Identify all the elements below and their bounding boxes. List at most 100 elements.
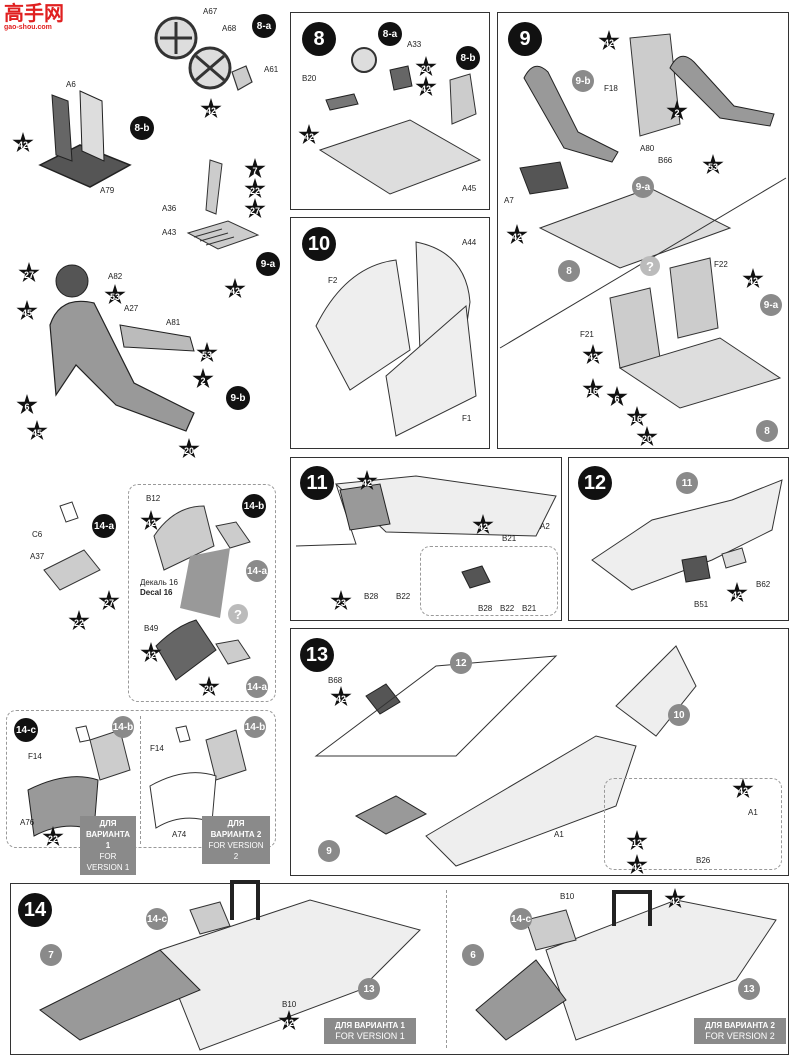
substep-9b-badge: 9-b — [226, 386, 250, 410]
seat-frame-drawing — [38, 90, 132, 188]
substep-14c-ref-badge: 14-c — [510, 908, 532, 930]
part-label-b10: B10 — [282, 1000, 297, 1009]
part-label-f22: F22 — [714, 260, 728, 269]
part-label-f1: F1 — [462, 414, 472, 423]
part-label-b26: B26 — [696, 856, 711, 865]
part-label-a2: A2 — [540, 522, 550, 531]
pilot-figure-drawing — [49, 264, 195, 432]
ref-step-8-badge: 8 — [558, 260, 580, 282]
part-label-b28-inset: B28 — [478, 604, 493, 613]
step-12-drawing — [591, 479, 783, 591]
step-14c-frame — [6, 710, 276, 848]
version-divider — [446, 890, 447, 1048]
part-label-f14: F14 — [150, 744, 164, 753]
color-22-badge: 22 — [68, 610, 90, 631]
part-label-a67: A67 — [203, 7, 218, 16]
version-divider — [140, 716, 141, 844]
step-10-drawing — [315, 241, 477, 437]
step-14-v1-drawing — [39, 880, 421, 1051]
substep-9a-badge: 9-a — [256, 252, 280, 276]
part-label-b22-inset: B22 — [500, 604, 515, 613]
step-8-badge: 8 — [302, 22, 336, 56]
rudder-pedal-drawing — [186, 159, 260, 250]
part-label-f21: F21 — [580, 330, 594, 339]
step-14-v2-drawing — [475, 890, 777, 1041]
part-label-a45: A45 — [462, 184, 477, 193]
question-icon: ? — [228, 604, 248, 624]
part-label-b21-inset: B21 — [522, 604, 537, 613]
part-label-b49: B49 — [144, 624, 159, 633]
part-label-b68: B68 — [328, 676, 343, 685]
step-14b-drawing — [153, 505, 251, 681]
color-42-badge: 42 — [224, 278, 246, 299]
part-label-b10: B10 — [560, 892, 575, 901]
part-label-f18: F18 — [604, 84, 618, 93]
step-14a-drawing — [43, 501, 101, 591]
part-label-a80: A80 — [640, 144, 655, 153]
part-label-b62: B62 — [756, 580, 771, 589]
step-11-inset — [420, 546, 558, 616]
substep-14b-ref-badge: 14-b — [112, 716, 134, 738]
step-10-badge: 10 — [302, 227, 336, 261]
part-label-a27: A27 — [124, 304, 139, 313]
handwheels-drawing — [154, 16, 253, 91]
part-label-a37: A37 — [30, 552, 45, 561]
question-icon: ? — [640, 256, 660, 276]
ref-step-9-badge: 9 — [318, 840, 340, 862]
step-8-drawing — [318, 47, 482, 195]
substep-8a-ref-badge: 8-a — [378, 22, 402, 46]
substep-14c-ref-badge: 14-c — [146, 908, 168, 930]
ref-step-6-badge: 6 — [462, 944, 484, 966]
part-label-a1: A1 — [554, 830, 564, 839]
step-13-badge: 13 — [300, 638, 334, 672]
substep-14b-ref-badge: 14-b — [244, 716, 266, 738]
part-label-a44: A44 — [462, 238, 477, 247]
ref-step-13-badge: 13 — [738, 978, 760, 1000]
part-label-b21: B21 — [502, 534, 517, 543]
substep-14b-badge: 14-b — [242, 494, 266, 518]
part-label-a79: A79 — [100, 186, 115, 195]
step-13-inset — [604, 778, 782, 870]
step-11-badge: 11 — [300, 466, 334, 500]
part-label-a68: A68 — [222, 24, 237, 33]
part-label-a74: A74 — [172, 830, 187, 839]
step-12-badge: 12 — [578, 466, 612, 500]
part-label-a7: A7 — [504, 196, 514, 205]
part-label-a76: A76 — [20, 818, 35, 827]
part-label-b51: B51 — [694, 600, 709, 609]
part-label-c6: C6 — [32, 530, 43, 539]
step-14b-frame — [128, 484, 276, 702]
part-label-b66: B66 — [658, 156, 673, 165]
substep-9a-ref-badge: 9-a — [760, 294, 782, 316]
ref-step-12-badge: 12 — [450, 652, 472, 674]
substep-14a-ref-badge: 14-a — [246, 676, 268, 698]
substep-14a-badge: 14-a — [92, 514, 116, 538]
site-logo: 高手网 gao-shou.com — [4, 3, 64, 31]
part-label-a82: A82 — [108, 272, 123, 281]
step-9-badge: 9 — [508, 22, 542, 56]
substep-8b-ref-badge: 8-b — [456, 46, 480, 70]
substep-9a-ref-badge: 9-a — [632, 176, 654, 198]
step-14c-v2-drawing — [149, 725, 247, 829]
part-label-f14: F14 — [28, 752, 42, 761]
part-label-f2: F2 — [328, 276, 338, 285]
part-label-a1-inset: A1 — [748, 808, 758, 817]
part-label-b20: B20 — [302, 74, 317, 83]
part-label-a6: A6 — [66, 80, 76, 89]
substep-9b-ref-badge: 9-b — [572, 70, 594, 92]
part-label-a81: A81 — [166, 318, 181, 327]
step-11-drawing — [295, 475, 557, 589]
part-label-a36: A36 — [162, 204, 177, 213]
ref-step-7-badge: 7 — [40, 944, 62, 966]
part-label-b28: B28 — [364, 592, 379, 601]
ref-step-11-badge: 11 — [676, 472, 698, 494]
part-label-a33: A33 — [407, 40, 422, 49]
step-9-drawing — [499, 33, 787, 409]
substep-8a-badge: 8-a — [252, 14, 276, 38]
part-label-b12: B12 — [146, 494, 161, 503]
substep-8b-badge: 8-b — [130, 116, 154, 140]
ref-step-10-badge: 10 — [668, 704, 690, 726]
substep-14c-badge: 14-c — [14, 718, 38, 742]
